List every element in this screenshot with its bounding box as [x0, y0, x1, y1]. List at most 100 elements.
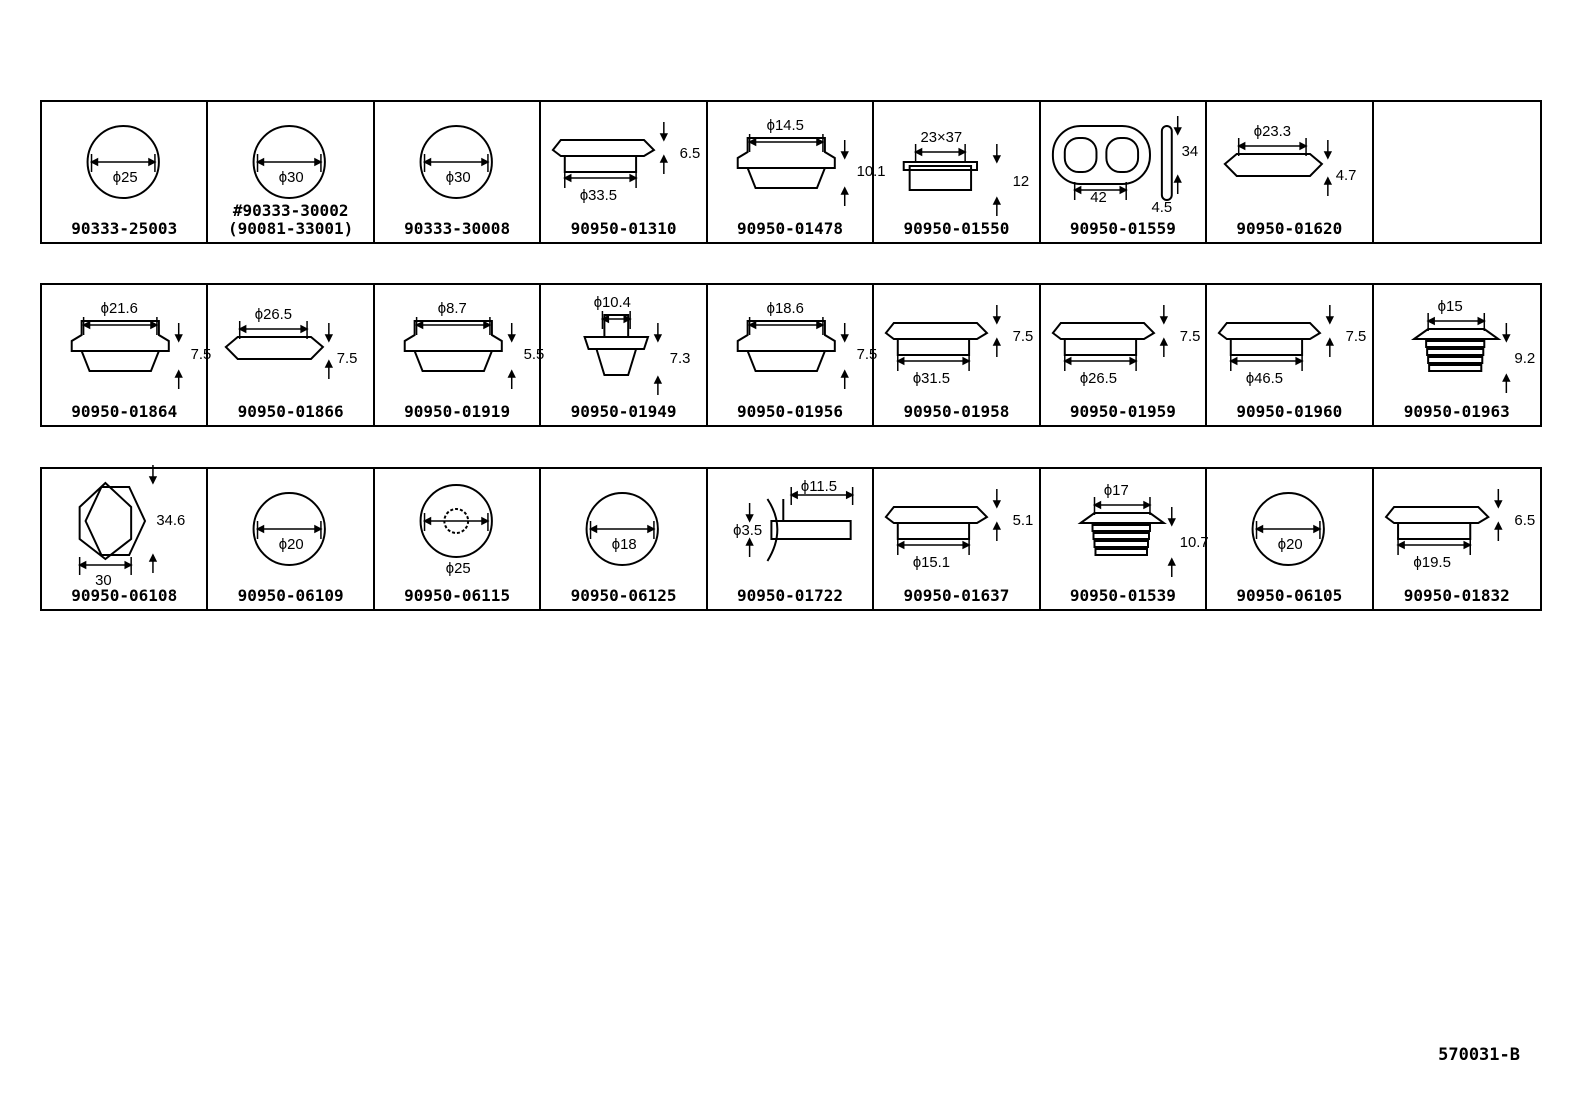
diameter-dimension	[1062, 353, 1138, 371]
diameter-label: ϕ23.3	[1254, 123, 1291, 140]
diameter-label: ϕ10.4	[594, 294, 631, 311]
height-label: 7.5	[191, 346, 212, 363]
part-number: 90950-06105	[1236, 586, 1343, 605]
part-figure: ϕ25	[86, 125, 160, 199]
part-figure: ϕ30	[253, 125, 327, 199]
height-label: 7.5	[1179, 328, 1200, 345]
part-figure: ϕ8.7 5.5	[403, 300, 544, 389]
size-label: 23×37	[921, 129, 963, 146]
height-dimension	[1167, 507, 1176, 577]
part-number: 90950-01539	[1069, 586, 1176, 605]
part-number: 90950-01963	[1403, 402, 1510, 421]
diameter-label: ϕ25	[113, 169, 138, 186]
part-figure: 7.5 ϕ31.5	[884, 305, 1034, 387]
part-number: 90950-01919	[404, 402, 511, 421]
part-figure: 6.5 ϕ33.5	[551, 122, 701, 204]
flat-cap-drawing	[1223, 153, 1324, 177]
diameter-dimension	[1395, 537, 1472, 555]
height-dimension	[1173, 116, 1182, 194]
drawing-code: 570031-B	[1438, 1045, 1520, 1065]
flat-grommet-drawing	[884, 322, 989, 356]
part-number: 90950-01637	[903, 586, 1010, 605]
part-cell[interactable]: ϕ25 90333-25003	[42, 102, 209, 242]
length-label: 42	[1090, 189, 1107, 206]
part-number: 90950-06108	[71, 586, 178, 605]
diameter-label: ϕ18	[612, 536, 637, 553]
diameter-label: ϕ26.5	[255, 306, 292, 323]
height-dimension	[1493, 489, 1503, 541]
part-number: 90950-01832	[1403, 586, 1510, 605]
height-label: 7.5	[856, 346, 877, 363]
diameter-label: ϕ26.5	[1080, 370, 1117, 387]
height-label: 7.5	[1013, 328, 1034, 345]
diameter-label: ϕ8.7	[438, 300, 467, 317]
alt-part-number: (90081-33001)	[228, 219, 354, 238]
part-cell[interactable]: ϕ17 10.7 90950-01539	[1041, 469, 1208, 609]
part-cell[interactable]: 7.5 ϕ31.5 90950-01958	[874, 285, 1041, 425]
height-label: 10.7	[1179, 534, 1208, 551]
part-cell[interactable]: ϕ8.7 5.5 90950-01919	[375, 285, 544, 425]
stepped-plug-drawing	[736, 320, 836, 372]
height-label: 6.5	[680, 145, 701, 162]
height-label: 5.5	[523, 346, 544, 363]
part-figure: ϕ20	[253, 492, 327, 566]
ribbed-plug-drawing	[1077, 512, 1167, 556]
part-number: 90950-01864	[71, 402, 178, 421]
diameter-dimension	[1426, 313, 1486, 331]
hexagon-drawing	[78, 481, 147, 561]
part-number: 90950-01478	[737, 219, 843, 238]
part-number: 90950-01958	[903, 402, 1010, 421]
part-figure: ϕ17 10.7	[1077, 482, 1208, 577]
part-number: 90950-01550	[903, 219, 1010, 238]
height-label: 7.3	[670, 350, 691, 367]
height-label: 5.1	[1013, 512, 1034, 529]
diameter-label: ϕ15	[1437, 298, 1462, 315]
diameter-label: ϕ17	[1104, 482, 1129, 499]
part-cell[interactable]: ϕ30#90333-30002(90081-33001)	[208, 102, 375, 242]
diameter-label: ϕ14.5	[766, 117, 803, 134]
height-dimension	[148, 465, 158, 573]
width-label: 30	[95, 572, 112, 589]
flat-grommet-drawing	[551, 139, 656, 173]
diameter-dimension	[414, 317, 492, 335]
diameter-dimension	[896, 353, 971, 371]
part-number: 90333-25003	[71, 219, 178, 238]
clip-drawing	[766, 498, 852, 562]
diameter-dimension	[422, 513, 490, 531]
parts-row-1: ϕ25 90333-25003 ϕ30#90333-30002(90081-3300…	[40, 100, 1542, 244]
diameter-label: ϕ31.5	[913, 370, 950, 387]
diameter-dimension	[789, 487, 855, 505]
height-label: 7.5	[1346, 328, 1367, 345]
height-dimension	[1501, 323, 1511, 393]
diameter-dimension	[1237, 138, 1308, 156]
part-figure: ϕ18	[585, 492, 660, 566]
diameter-label: ϕ33.5	[580, 187, 617, 204]
height-dimension	[992, 144, 1002, 216]
part-figure: 7.5 ϕ26.5	[1051, 305, 1200, 387]
diameter-label: ϕ11.5	[801, 478, 837, 495]
